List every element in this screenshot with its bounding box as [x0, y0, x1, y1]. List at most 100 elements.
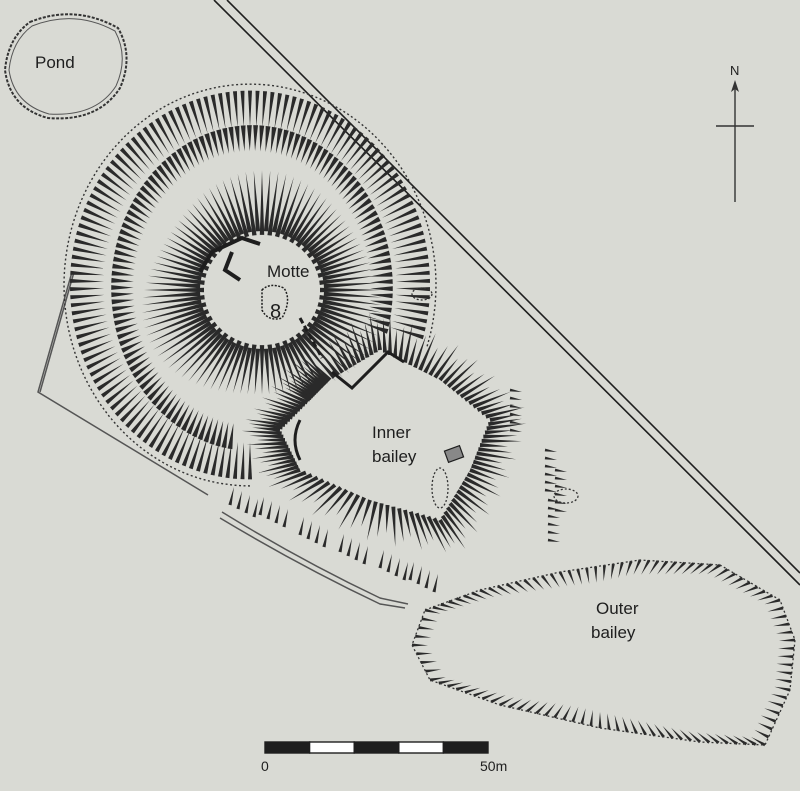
hachure	[322, 299, 383, 313]
hachure	[303, 366, 327, 387]
hachure	[148, 122, 170, 154]
hachure	[294, 198, 327, 243]
hachure	[366, 501, 378, 541]
hachure	[547, 538, 560, 542]
hachure	[336, 491, 355, 516]
hachure	[338, 175, 357, 195]
hachure	[366, 243, 389, 253]
hachure	[360, 330, 370, 359]
hachure	[74, 321, 108, 332]
hachure	[181, 431, 197, 467]
hachure	[354, 147, 381, 175]
hachure	[448, 501, 478, 533]
hachure	[150, 268, 202, 281]
hachure	[484, 430, 513, 435]
hachure	[71, 308, 106, 316]
scale-segment	[308, 741, 355, 754]
hachure	[218, 340, 242, 391]
hachure	[629, 718, 638, 734]
hachure	[442, 358, 468, 385]
hachure	[159, 249, 210, 271]
hachure	[598, 712, 602, 728]
hachure	[181, 144, 195, 169]
hachure	[248, 442, 252, 480]
label-motte-feature: 8	[270, 301, 281, 323]
hachure	[160, 393, 177, 416]
hachure	[361, 223, 384, 236]
hachure	[162, 321, 218, 363]
hachure	[464, 476, 501, 497]
hachure	[176, 148, 191, 172]
hachure	[143, 180, 163, 199]
hachure	[408, 337, 418, 366]
hachure	[316, 314, 375, 343]
hachure	[282, 183, 309, 240]
hachure	[148, 275, 205, 285]
hachure	[301, 208, 337, 248]
hachure	[567, 570, 575, 586]
hachure	[317, 302, 382, 321]
hachure	[187, 208, 223, 248]
hachure	[210, 341, 237, 390]
hachure	[145, 282, 201, 289]
hachure	[111, 292, 134, 298]
hachure	[192, 138, 205, 163]
hachure	[316, 243, 361, 266]
hachure	[244, 495, 250, 514]
hachure	[395, 278, 431, 283]
hachure	[298, 100, 312, 137]
hachure	[83, 207, 116, 224]
outer-bank-hachures	[63, 83, 437, 487]
hachure	[161, 423, 180, 457]
hachure	[742, 736, 757, 746]
hachure	[625, 560, 633, 577]
hachure	[240, 442, 245, 480]
hachure	[478, 447, 513, 453]
hachure	[774, 686, 791, 692]
hachure	[123, 215, 146, 230]
hachure	[362, 546, 368, 565]
hachure	[472, 459, 507, 471]
hachure	[129, 203, 151, 219]
hachure	[571, 706, 579, 723]
hachure	[126, 351, 148, 366]
hachure	[424, 608, 441, 614]
hachure	[192, 412, 204, 438]
scale-bar	[264, 741, 489, 754]
hachure	[320, 287, 380, 293]
hachure	[562, 705, 572, 721]
hachure	[382, 200, 414, 218]
hachure	[112, 311, 136, 319]
hachure	[266, 501, 272, 520]
hachure	[232, 91, 238, 128]
hachure	[354, 204, 376, 220]
hachure	[175, 404, 190, 428]
hachure	[386, 215, 420, 231]
hachure	[209, 419, 219, 445]
hachure	[340, 131, 364, 162]
hachure	[256, 413, 291, 422]
hachure	[188, 433, 202, 470]
hachure	[209, 188, 237, 239]
hachure	[299, 354, 330, 384]
label-inner-bailey-1: Inner	[372, 423, 411, 442]
hachure	[254, 348, 261, 395]
hachure	[100, 374, 131, 398]
hachure	[751, 737, 766, 747]
hachure	[388, 223, 422, 237]
hachure	[282, 340, 306, 391]
hachure	[289, 192, 321, 244]
hachure	[760, 715, 777, 723]
hachure	[252, 427, 281, 432]
hachure	[384, 207, 417, 224]
hachure	[273, 468, 301, 479]
hachure	[170, 400, 186, 424]
hachure	[215, 183, 242, 240]
hachure	[216, 129, 224, 156]
hachure	[129, 357, 150, 373]
hachure	[80, 339, 114, 355]
hachure	[408, 511, 422, 551]
hachure	[418, 333, 436, 371]
hachure	[319, 295, 383, 306]
field-boundary	[37, 271, 409, 609]
